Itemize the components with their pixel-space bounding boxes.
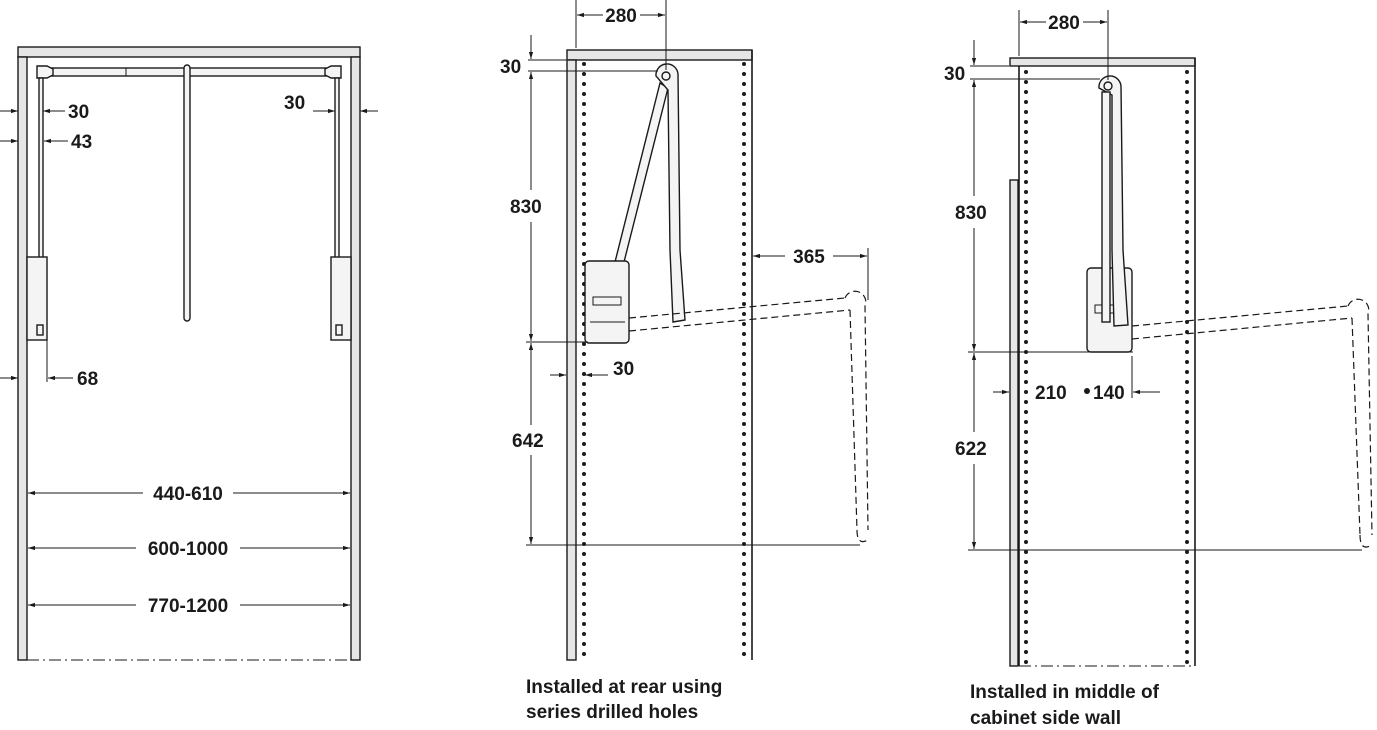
- cabinet-top-panel: [17, 46, 361, 58]
- dim-height-upper: 830: [955, 203, 987, 224]
- caption-line-1: Installed in middle of: [970, 682, 1160, 703]
- pull-rod: [183, 64, 191, 322]
- bracket-right: [330, 256, 352, 341]
- dim-hole-offset: 30: [613, 359, 634, 380]
- cabinet-side-wall: [1009, 179, 1019, 667]
- extended-handle: [1347, 298, 1373, 536]
- dim-top-offset: 30: [944, 64, 965, 85]
- pull-down-handle: [655, 63, 686, 323]
- pull-down-handle: [1098, 75, 1129, 327]
- front-view-figure: 30 43 30 68 440-610 600-1000 770-1200: [0, 46, 378, 661]
- cabinet-top-panel: [566, 49, 753, 61]
- middle-install-figure: 280 30 830 622 210 140 Installed in midd…: [944, 10, 1373, 729]
- extended-rail: [628, 297, 851, 332]
- dim-side-gap-right: 30: [284, 93, 305, 114]
- dim-pivot-x: 280: [605, 6, 637, 27]
- dim-height-upper: 830: [510, 197, 542, 218]
- dim-bracket-offset: 68: [77, 369, 98, 390]
- dim-offset-a: 210: [1035, 383, 1067, 404]
- dim-projection: 365: [793, 247, 825, 268]
- cabinet-left-panel: [17, 56, 28, 661]
- dim-offset-b: 140: [1093, 383, 1125, 404]
- dim-rail-width: 440-610: [153, 484, 223, 505]
- lift-arm: [614, 81, 669, 263]
- rear-install-figure: 280 30 830 642 365 30 Installed at rear …: [500, 0, 869, 723]
- cabinet-side-panel: [566, 59, 577, 661]
- dim-height-lower: 642: [512, 431, 544, 452]
- rail-end-left: [36, 65, 54, 79]
- dim-top-offset: 30: [500, 57, 521, 78]
- pivot-point: [1103, 81, 1113, 91]
- caption-line-2: cabinet side wall: [970, 708, 1121, 729]
- bracket-left: [26, 256, 48, 341]
- extended-rail: [1131, 305, 1353, 340]
- cabinet-right-panel: [350, 56, 361, 661]
- dim-cabinet-inner: 600-1000: [148, 539, 228, 560]
- pivot-point: [661, 71, 671, 81]
- rail-end-right: [324, 65, 342, 79]
- extended-handle: [844, 290, 869, 531]
- caption-line-1: Installed at rear using: [526, 677, 722, 698]
- dim-cabinet-outer: 770-1200: [148, 596, 228, 617]
- lift-arm: [1101, 91, 1111, 323]
- mechanism-housing: [584, 260, 630, 344]
- dim-pivot-x: 280: [1048, 13, 1080, 34]
- dim-height-lower: 622: [955, 439, 987, 460]
- cabinet-top-panel: [1009, 57, 1196, 67]
- caption-line-2: series drilled holes: [526, 702, 698, 723]
- dim-arm-offset: 43: [71, 132, 92, 153]
- dim-side-gap-left: 30: [68, 102, 89, 123]
- reference-point: [1084, 388, 1090, 394]
